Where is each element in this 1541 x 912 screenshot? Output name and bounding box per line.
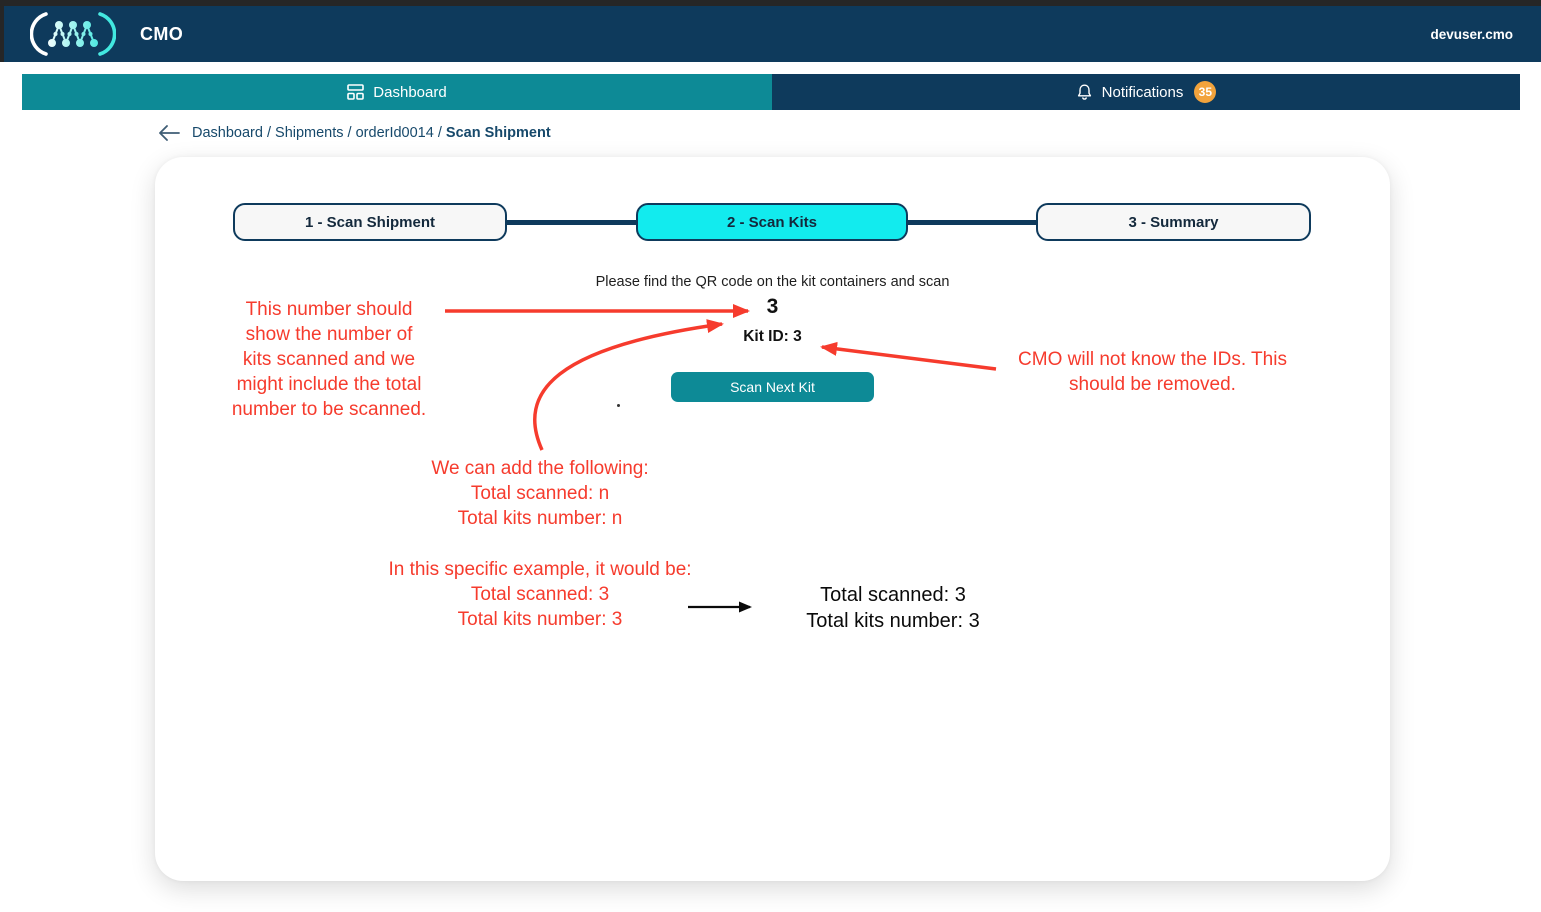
- stepper-connector: [906, 220, 1038, 225]
- scan-shipment-card: 1 - Scan Shipment 2 - Scan Kits 3 - Summ…: [155, 157, 1390, 881]
- tab-dashboard-label: Dashboard: [373, 83, 447, 101]
- main-tab-bar: Dashboard Notifications 35: [22, 74, 1520, 110]
- dashboard-grid-icon: [347, 84, 365, 100]
- annotation-suggestion-note: We can add the following: Total scanned:…: [431, 458, 649, 529]
- tab-notifications[interactable]: Notifications 35: [772, 74, 1520, 110]
- annotation-count-note: This number should show the number of ki…: [231, 299, 427, 420]
- kit-id-label: Kit ID: 3: [743, 328, 802, 345]
- app-logo: [30, 11, 116, 57]
- annotation-kit-id-note: CMO will not know the IDs. This should b…: [1018, 349, 1287, 395]
- scan-next-kit-button[interactable]: Scan Next Kit: [671, 372, 874, 402]
- bell-icon: [1077, 84, 1091, 100]
- notifications-count-badge: 35: [1194, 81, 1217, 103]
- tab-notifications-label: Notifications: [1101, 83, 1184, 101]
- window-frame-edge: [0, 0, 1541, 6]
- app-title: CMO: [140, 23, 184, 44]
- step-scan-kits[interactable]: 2 - Scan Kits: [636, 203, 908, 241]
- scanned-count: 3: [766, 295, 779, 318]
- logged-in-user: devuser.cmo: [1430, 26, 1513, 42]
- app-header: CMO devuser.cmo: [0, 6, 1541, 62]
- stray-dot-mark: [617, 404, 620, 407]
- tab-dashboard[interactable]: Dashboard: [22, 74, 772, 110]
- back-arrow-icon[interactable]: [158, 125, 180, 141]
- breadcrumb: Dashboard / Shipments / orderId0014 / Sc…: [158, 125, 551, 141]
- scan-instruction: Please find the QR code on the kit conta…: [595, 274, 950, 290]
- breadcrumb-path[interactable]: Dashboard / Shipments / orderId0014 /: [192, 125, 446, 141]
- step-summary[interactable]: 3 - Summary: [1036, 203, 1311, 241]
- stepper-connector: [505, 220, 638, 225]
- molecule-logo-icon: [30, 12, 116, 56]
- annotation-example-note: In this specific example, it would be: T…: [388, 559, 692, 630]
- step-scan-shipment[interactable]: 1 - Scan Shipment: [233, 203, 507, 241]
- breadcrumb-current: Scan Shipment: [445, 125, 551, 141]
- annotation-example-result: Total scanned: 3 Total kits number: 3: [806, 584, 980, 632]
